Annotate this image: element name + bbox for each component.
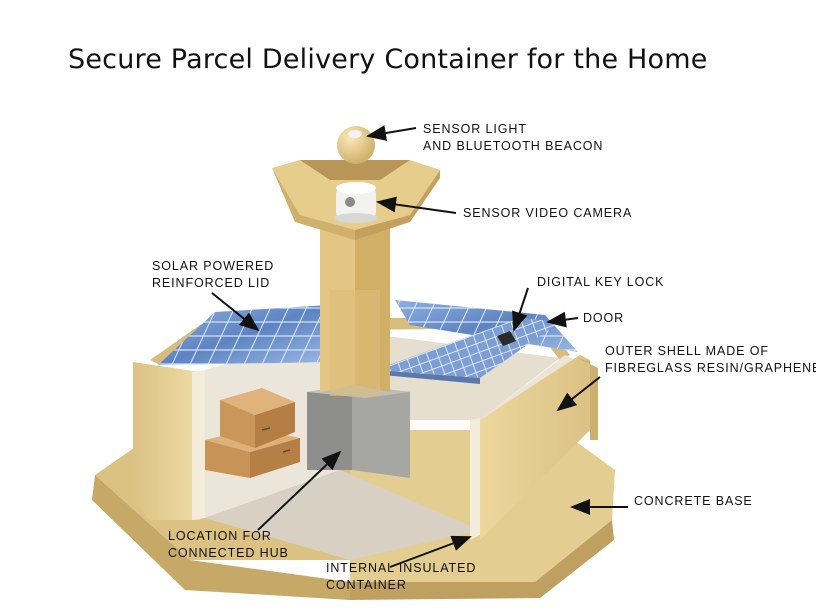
label-door: DOOR bbox=[583, 311, 625, 325]
label-outer-shell: OUTER SHELL MADE OF FIBREGLASS RESIN/GRA… bbox=[605, 343, 816, 377]
label-insulated: INTERNAL INSULATED CONTAINER bbox=[326, 560, 476, 594]
label-line: CONTAINER bbox=[326, 578, 407, 592]
camera bbox=[334, 182, 378, 223]
label-line: LOCATION FOR bbox=[168, 529, 272, 543]
label-line: SOLAR POWERED bbox=[152, 259, 275, 273]
label-key-lock: DIGITAL KEY LOCK bbox=[537, 275, 665, 289]
label-line: CONNECTED HUB bbox=[168, 546, 289, 560]
label-line: INTERNAL INSULATED bbox=[326, 561, 477, 575]
callout-arrows bbox=[211, 125, 628, 568]
hub-base bbox=[307, 385, 410, 478]
label-hub: LOCATION FOR CONNECTED HUB bbox=[168, 528, 289, 562]
door bbox=[372, 318, 560, 384]
label-solar-lid: SOLAR POWERED REINFORCED LID bbox=[152, 258, 274, 292]
page-title: Secure Parcel Delivery Container for the… bbox=[68, 44, 708, 75]
label-line: OUTER SHELL MADE OF bbox=[605, 344, 769, 358]
label-line: SENSOR LIGHT bbox=[423, 122, 527, 136]
parcels bbox=[205, 388, 300, 478]
label-line: AND BLUETOOTH BEACON bbox=[423, 139, 604, 153]
label-line: REINFORCED LID bbox=[152, 276, 271, 290]
label-sensor-camera: SENSOR VIDEO CAMERA bbox=[463, 206, 633, 220]
sensor-light bbox=[337, 126, 375, 164]
label-line: FIBREGLASS RESIN/GRAPHENE bbox=[605, 361, 816, 375]
label-sensor-light: SENSOR LIGHT AND BLUETOOTH BEACON bbox=[423, 121, 603, 155]
key-lock-icon bbox=[497, 331, 516, 346]
label-concrete-base: CONCRETE BASE bbox=[634, 494, 753, 508]
